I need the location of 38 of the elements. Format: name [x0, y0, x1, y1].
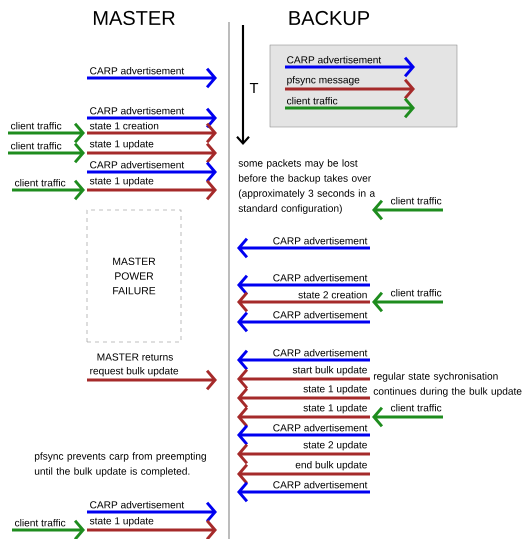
arrow-label: client traffic — [11, 122, 62, 130]
arrow-label: state 1 update — [303, 404, 367, 414]
axis-label: T — [250, 82, 258, 94]
arrow-label: state 2 creation — [298, 290, 367, 298]
arrow-label: end bulk update — [296, 460, 367, 470]
arrow-label: CARP advertisement — [273, 480, 368, 488]
arrow-label: client traffic — [15, 518, 66, 526]
column-heading: BACKUP — [290, 10, 370, 26]
arrow-label: state 1 update — [90, 516, 154, 526]
arrow-label: state 1 creation — [90, 122, 158, 130]
arrow-label: CARP advertisement — [90, 106, 184, 114]
arrow-label: CARP advertisement — [273, 274, 368, 282]
arrow-label: start bulk update — [292, 366, 367, 376]
arrow-label: client traffic — [11, 142, 62, 150]
arrow-label: CARP advertisement — [90, 160, 184, 168]
arrow-label: CARP advertisement — [273, 348, 368, 356]
arrow-label: state 1 update — [303, 384, 367, 394]
arrow-label: state 1 update — [90, 176, 154, 186]
arrow-label: client traffic — [391, 196, 442, 204]
note-text: MASTER returns — [98, 353, 173, 361]
arrow-label: client traffic — [391, 288, 442, 296]
dashed-box: MASTER POWER FAILURE — [86, 210, 182, 342]
note-text: pfsync prevents carp from preempting until the bulk update is completed. — [34, 452, 206, 477]
arrow-label: client traffic — [15, 178, 66, 186]
legend-label: client traffic — [287, 96, 338, 104]
legend-label: CARP advertisement — [287, 56, 382, 64]
legend-label: pfsync message — [287, 76, 360, 86]
arrow-label: CARP advertisement — [273, 236, 368, 244]
note-text: some packets may be lost before the backup takes over (approximately 3 seconds in a standard configuration) — [238, 159, 376, 214]
column-heading: MASTER — [94, 10, 175, 26]
arrow-label: state 2 update — [303, 440, 367, 450]
arrow-label: CARP advertisement — [90, 500, 184, 508]
arrow-label: request bulk update — [90, 366, 178, 376]
arrow-label: client traffic — [391, 404, 442, 412]
arrow-label: CARP advertisement — [90, 66, 184, 74]
arrow-label: state 1 update — [90, 140, 154, 150]
arrow-label: CARP advertisement — [273, 424, 368, 432]
arrow-label: CARP advertisement — [273, 310, 368, 318]
